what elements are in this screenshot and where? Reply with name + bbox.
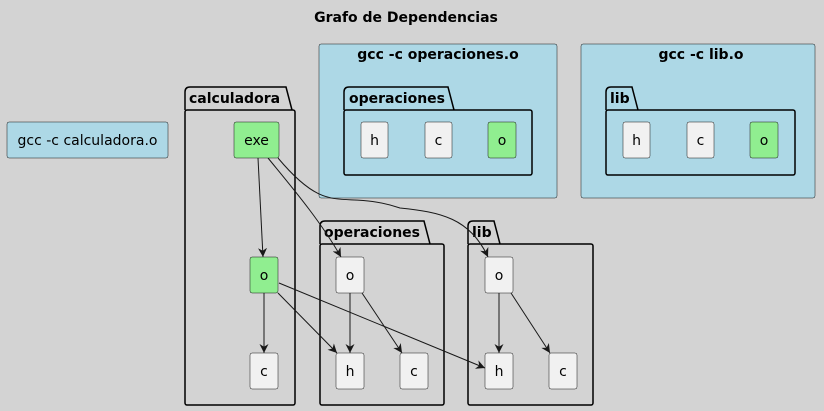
- node-cl-lib-h-label: h: [632, 133, 641, 149]
- package-lib: lib: [467, 220, 594, 406]
- node-operaciones-o[interactable]: o: [335, 256, 365, 294]
- cluster-lib-label: gcc -c lib.o: [658, 47, 743, 63]
- package-cl-lib-label: lib: [610, 91, 630, 107]
- cluster-lib: gcc -c lib.o lib: [580, 43, 816, 199]
- node-lib-h-label: h: [495, 364, 504, 380]
- edge-calculadora-exe-to-calculadora-o: [257, 157, 268, 258]
- node-cl-operaciones-o-label: o: [498, 133, 507, 149]
- node-calculadora-exe-label: exe: [244, 133, 269, 149]
- node-operaciones-o-label: o: [346, 268, 355, 284]
- node-cl-lib-h[interactable]: h: [622, 121, 651, 159]
- package-operaciones: operaciones: [319, 220, 445, 406]
- node-calculadora-o-label: o: [260, 268, 269, 284]
- node-cl-operaciones-c-label: c: [435, 133, 443, 149]
- package-calculadora-label: calculadora: [189, 91, 280, 107]
- package-calculadora: calculadora: [184, 86, 296, 406]
- node-lib-c[interactable]: c: [548, 352, 578, 390]
- dependency-edges: [257, 157, 551, 369]
- package-body-cl-operaciones: [343, 109, 533, 176]
- node-cl-lib-c-label: c: [697, 133, 705, 149]
- node-cl-lib-o[interactable]: o: [749, 121, 779, 159]
- standalone-node-calculadora[interactable]: gcc -c calculadora.o: [6, 121, 169, 159]
- node-lib-o-label: o: [495, 268, 504, 284]
- diagram-title: Grafo de Dependencias: [314, 10, 498, 26]
- node-cl-lib-o-label: o: [760, 133, 769, 149]
- node-cl-lib-c[interactable]: c: [686, 121, 715, 159]
- edge-calculadora-o-to-lib-h: [278, 282, 486, 369]
- node-cl-operaciones-h-label: h: [370, 133, 379, 149]
- node-lib-h[interactable]: h: [484, 352, 514, 390]
- node-operaciones-h-label: h: [346, 364, 355, 380]
- node-calculadora-c-label: c: [260, 364, 268, 380]
- node-cl-operaciones-o[interactable]: o: [487, 121, 517, 159]
- edge-operaciones-o-to-operaciones-c: [361, 292, 403, 354]
- package-body-cl-lib: [605, 109, 796, 176]
- package-lib-label: lib: [472, 225, 492, 241]
- package-tab-cl-operaciones: [343, 86, 455, 111]
- node-calculadora-c[interactable]: c: [249, 352, 279, 390]
- node-calculadora-o[interactable]: o: [249, 256, 279, 294]
- node-cl-operaciones-c[interactable]: c: [424, 121, 453, 159]
- node-operaciones-c-label: c: [410, 364, 418, 380]
- cluster-operaciones: gcc -c operaciones.o operaciones: [318, 43, 558, 199]
- node-operaciones-c[interactable]: c: [399, 352, 429, 390]
- node-lib-c-label: c: [559, 364, 567, 380]
- edge-calculadora-exe-to-operaciones-o: [267, 157, 342, 258]
- standalone-node-label: gcc -c calculadora.o: [18, 133, 158, 149]
- node-calculadora-exe[interactable]: exe: [233, 121, 280, 159]
- edge-calculadora-exe-to-lib-o: [277, 157, 489, 258]
- node-operaciones-h[interactable]: h: [335, 352, 365, 390]
- node-lib-o[interactable]: o: [484, 256, 514, 294]
- edge-lib-o-to-lib-c: [510, 292, 551, 354]
- edge-calculadora-o-to-operaciones-h: [277, 292, 338, 354]
- node-cl-operaciones-h[interactable]: h: [360, 121, 389, 159]
- package-operaciones-label: operaciones: [324, 225, 420, 241]
- package-tab-cl-lib: [605, 86, 639, 111]
- cluster-operaciones-label: gcc -c operaciones.o: [357, 47, 519, 63]
- package-cl-operaciones-label: operaciones: [349, 91, 445, 107]
